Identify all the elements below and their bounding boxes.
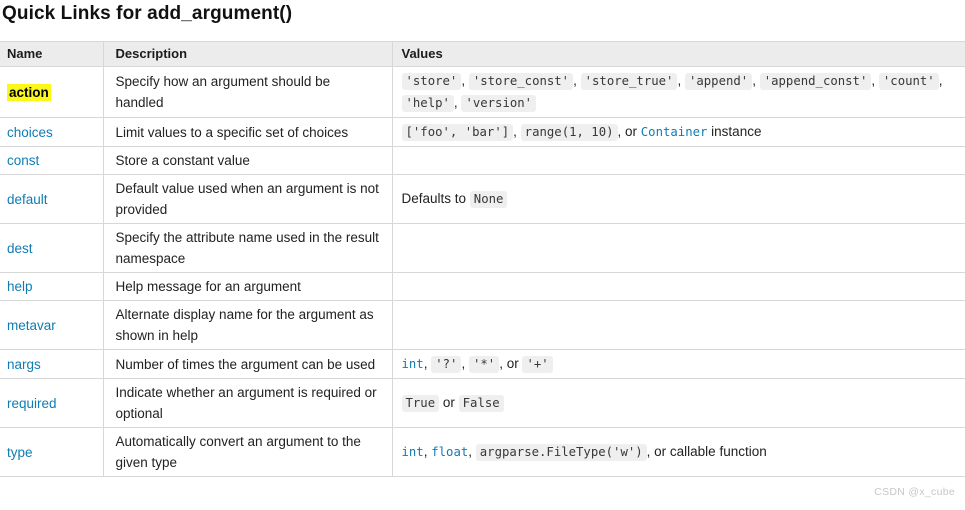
- highlighted-name-link-action[interactable]: action: [7, 83, 51, 101]
- cell-description: Indicate whether an argument is required…: [102, 378, 393, 428]
- code-link-float[interactable]: float: [431, 445, 469, 459]
- cell-name: type: [0, 427, 104, 477]
- table-body: action Specify how an argument should be …: [0, 66, 965, 477]
- cell-description: Automatically convert an argument to the…: [102, 427, 393, 477]
- cell-name: default: [0, 174, 104, 224]
- table-row: required Indicate whether an argument is …: [0, 378, 965, 428]
- quick-links-table: Name Description Values action Specify ho…: [0, 41, 965, 477]
- column-header-name: Name: [0, 41, 104, 67]
- code-link-int[interactable]: int: [401, 445, 424, 459]
- code-literal: '+': [522, 356, 553, 373]
- table-row: metavar Alternate display name for the ar…: [0, 300, 965, 350]
- table-row: help Help message for an argument: [0, 272, 965, 301]
- cell-values: [391, 146, 965, 175]
- cell-name: action: [0, 66, 104, 118]
- code-literal: 'store_true': [580, 73, 678, 90]
- cell-name: choices: [0, 117, 104, 147]
- cell-name: nargs: [0, 349, 104, 379]
- column-header-values: Values: [391, 41, 965, 67]
- table-row: type Automatically convert an argument to…: [0, 427, 965, 477]
- code-literal: True: [401, 395, 440, 412]
- cell-description: Number of times the argument can be used: [102, 349, 393, 379]
- table-row: const Store a constant value: [0, 146, 965, 175]
- cell-name: required: [0, 378, 104, 428]
- cell-name: dest: [0, 223, 104, 273]
- name-link-dest[interactable]: dest: [7, 240, 33, 256]
- code-literal: 'store': [401, 73, 462, 90]
- header-row: Name Description Values: [0, 41, 965, 67]
- code-literal: '*': [468, 356, 500, 373]
- cell-description: Specify how an argument should be handle…: [102, 66, 393, 118]
- table-row: nargs Number of times the argument can be…: [0, 349, 965, 379]
- cell-values: 'store', 'store_const', 'store_true', 'a…: [391, 66, 965, 118]
- cell-description: Help message for an argument: [102, 272, 393, 301]
- code-literal: 'count': [878, 73, 939, 90]
- name-link-const[interactable]: const: [7, 153, 40, 168]
- cell-values: [391, 272, 965, 301]
- name-link-required[interactable]: required: [7, 395, 57, 411]
- name-link-help[interactable]: help: [7, 279, 33, 294]
- code-literal: 'version': [461, 95, 537, 112]
- cell-name: metavar: [0, 300, 104, 350]
- cell-values: ['foo', 'bar'], range(1, 10), or Contain…: [391, 117, 965, 147]
- code-literal: 'help': [401, 95, 454, 112]
- table-row: action Specify how an argument should be …: [0, 66, 965, 118]
- code-link-int[interactable]: int: [401, 357, 424, 371]
- code-literal: argparse.FileType('w'): [475, 444, 647, 461]
- cell-description: Default value used when an argument is n…: [102, 174, 393, 224]
- code-literal: '?': [431, 356, 462, 373]
- table-row: dest Specify the attribute name used in t…: [0, 223, 965, 273]
- table-row: default Default value used when an argume…: [0, 174, 965, 224]
- name-link-metavar[interactable]: metavar: [7, 317, 56, 333]
- page-title: Quick Links for add_argument(): [2, 3, 293, 24]
- cell-values: Defaults to None: [391, 174, 965, 224]
- cell-values: [391, 300, 965, 350]
- cell-values: int, float, argparse.FileType('w'), or c…: [391, 427, 965, 477]
- name-link-choices[interactable]: choices: [7, 124, 53, 140]
- cell-values: True or False: [391, 378, 965, 428]
- code-literal: False: [458, 395, 504, 412]
- code-literal: range(1, 10): [520, 124, 618, 141]
- code-literal: 'append': [684, 73, 753, 90]
- cell-name: help: [0, 272, 104, 301]
- cell-description: Limit values to a specific set of choice…: [102, 117, 393, 147]
- code-link-Container[interactable]: Container: [640, 125, 708, 139]
- table-header: Name Description Values: [0, 41, 965, 67]
- code-literal: None: [469, 191, 508, 208]
- cell-values: [391, 223, 965, 273]
- column-header-description: Description: [102, 41, 393, 67]
- cell-name: const: [0, 146, 104, 175]
- name-link-type[interactable]: type: [7, 444, 33, 460]
- code-literal: ['foo', 'bar']: [401, 124, 514, 141]
- name-link-default[interactable]: default: [7, 191, 48, 207]
- table-row: choices Limit values to a specific set of…: [0, 117, 965, 147]
- csdn-watermark: CSDN @x_cube: [874, 486, 955, 498]
- code-literal: 'append_const': [759, 73, 872, 90]
- name-link-nargs[interactable]: nargs: [7, 356, 41, 372]
- cell-description: Store a constant value: [102, 146, 393, 175]
- cell-description: Alternate display name for the argument …: [102, 300, 393, 350]
- cell-values: int, '?', '*', or '+': [391, 349, 965, 379]
- cell-description: Specify the attribute name used in the r…: [102, 223, 393, 273]
- code-literal: 'store_const': [468, 73, 574, 90]
